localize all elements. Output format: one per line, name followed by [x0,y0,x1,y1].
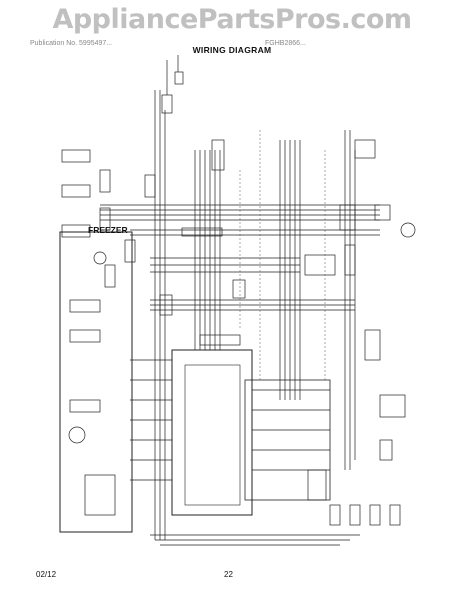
footer-date: 02/12 [36,570,57,579]
right-connector-2 [344,244,356,276]
center-connector-4 [159,294,173,316]
model-number: FGHB2866... [265,40,306,47]
right-component-5 [379,394,406,418]
right-connector-1 [304,254,336,276]
right-motor [400,222,416,238]
wire-bundle-right [279,140,301,400]
freezer-fan [93,251,107,265]
board-feed-left [130,359,172,481]
component-ul-3 [61,224,91,238]
bottom-connector-2 [329,504,341,526]
center-connector-1 [211,139,225,171]
wire-bundle-center [194,150,221,350]
connector-ul-e [144,174,156,198]
top-feed [166,55,179,95]
right-control-board [244,379,331,501]
right-component-4 [364,329,381,361]
center-connector-3 [232,279,246,299]
freezer-label: FREEZER [88,225,128,235]
bottom-wire-loop [150,534,360,546]
watermark: AppliancePartsPros.com [52,4,412,35]
bottom-connector-1 [307,469,327,501]
freezer-heater [84,474,116,516]
right-component-1 [354,139,376,159]
horizontal-runs-mid [150,257,300,273]
footer-page-number: 22 [224,570,233,579]
publication-number: Publication No. 5995497... [30,40,113,47]
connector-ul-a [99,169,111,193]
connector-ul-b [99,207,111,231]
top-connector-2 [174,71,184,85]
connector-ul-c [124,239,136,263]
horizontal-runs-board [150,299,355,311]
right-component-3 [374,204,391,221]
component-ul-2 [61,184,91,198]
freezer-component-1 [69,299,101,313]
control-board-inner [184,364,241,506]
component-ul-1 [61,149,91,163]
freezer-component-2 [69,329,101,343]
bottom-connector-3 [349,504,361,526]
center-connector-2 [181,227,223,237]
board-feed-right [252,389,330,471]
main-control-board [171,349,253,516]
freezer-component-3 [69,399,101,413]
freezer-compartment-box [59,231,133,533]
center-connector-5 [199,334,241,346]
top-connector [161,94,173,114]
connector-ul-d [104,264,116,288]
page-title: WIRING DIAGRAM [192,45,272,55]
bottom-connector-4 [369,504,381,526]
bottom-connector-5 [389,504,401,526]
evaporator-fan [68,426,86,444]
right-component-6 [379,439,393,461]
right-component-2 [339,204,356,231]
